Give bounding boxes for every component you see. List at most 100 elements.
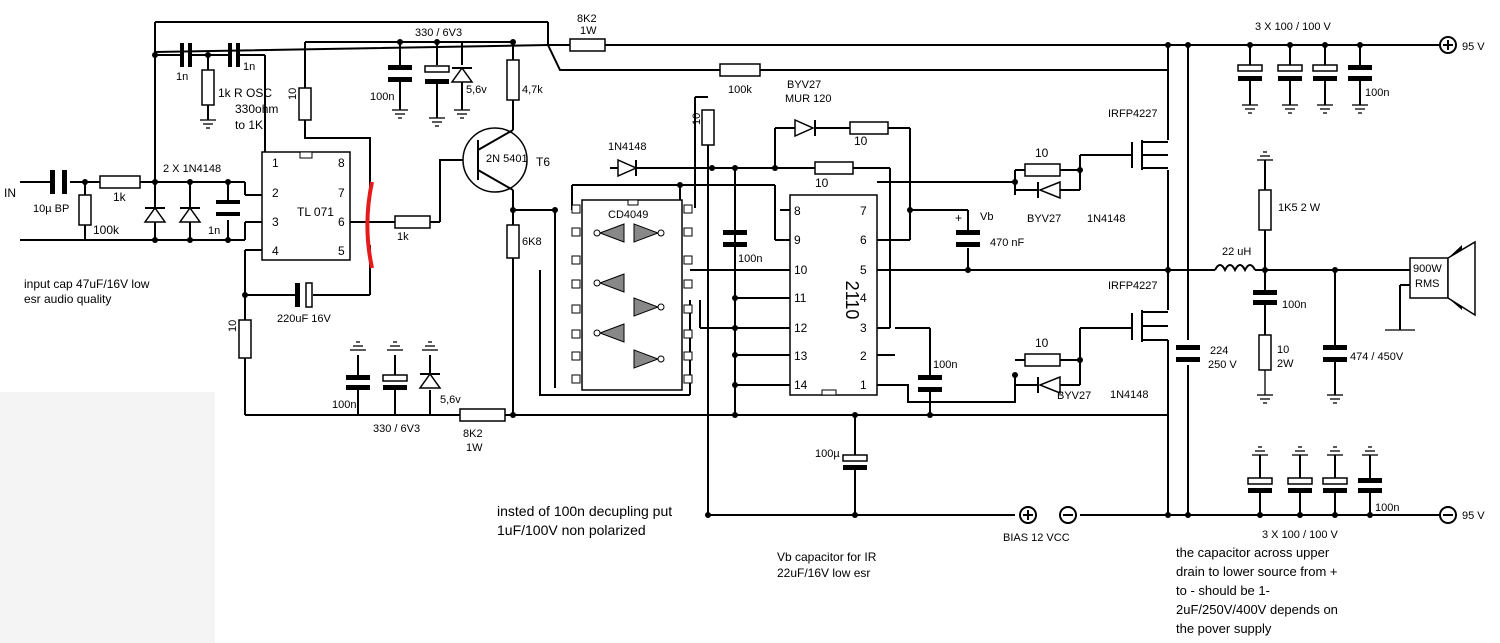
pin-label: 8 — [338, 156, 345, 170]
label-c-100n-rail-top: 100n — [1365, 87, 1389, 99]
pin-label: 12 — [794, 321, 808, 335]
label-c-224-a: 224 — [1210, 345, 1228, 357]
label-c-470n: 470 nF — [990, 237, 1025, 249]
label-r-100k-top: 100k — [728, 84, 752, 96]
pin-label: 2 — [272, 186, 279, 200]
pin-label: 3 — [860, 321, 867, 335]
label-c-1n-a: 1n — [176, 71, 188, 83]
label-r-8k2-low-w: 1W — [466, 442, 483, 454]
pin-label: 4 — [860, 291, 867, 305]
pin-label: 6 — [338, 215, 345, 229]
label-c-100n-rail-bot: 100n — [1375, 502, 1399, 514]
note-decoupling-2: 1uF/100V non polarized — [497, 522, 646, 538]
pin-label: 5 — [338, 244, 345, 258]
label-byv27-gate-bot: BYV27 — [1057, 390, 1091, 402]
label-r-osc-note-1: 330ohm — [235, 102, 278, 116]
label-r-6k8: 6K8 — [522, 236, 542, 248]
label-c-1n-b: 1n — [243, 61, 255, 73]
label-q-2n5401: 2N 5401 — [486, 153, 528, 165]
label-in: IN — [4, 186, 16, 200]
label-plus-95: 95 V — [1462, 41, 1485, 53]
label-c-100n-2110: 100n — [933, 359, 957, 371]
ground-symbols — [200, 104, 1415, 456]
label-zener-top: 5,6v — [466, 84, 487, 96]
note-upper-cap-3: to - should be 1- — [1176, 583, 1270, 598]
label-r-100k-in: 100k — [93, 223, 120, 237]
labels: IN 10µ BP 1k 100k 2 X 1N4148 1n 1n 1n 1k… — [4, 13, 1485, 544]
pin-label: 1 — [272, 156, 279, 170]
label-l-22uh: 22 uH — [1222, 246, 1251, 258]
label-r-47k: 4,7k — [522, 84, 543, 96]
label-r-10-hi-a: 10 — [854, 134, 868, 148]
pin-label: 11 — [794, 291, 807, 305]
label-1n4148-bot: 1N4148 — [1110, 389, 1149, 401]
label-r-10-2w-b: 2W — [1277, 358, 1294, 370]
note-vb-cap-2: 22uF/16V low esr — [777, 566, 870, 580]
pin-label: 7 — [338, 186, 345, 200]
bias-plus-icon — [1019, 506, 1037, 524]
label-c-220u: 220uF 16V — [277, 313, 331, 325]
pin-label: 2 — [860, 349, 867, 363]
pin-label: 5 — [860, 263, 867, 277]
label-r-8k2-low: 8K2 — [463, 428, 483, 440]
label-vb: Vb — [980, 211, 993, 223]
note-vb-cap-1: Vb capacitor for IR — [777, 550, 877, 564]
resistors — [78, 38, 1272, 422]
label-c-100n-out: 100n — [1282, 299, 1306, 311]
label-tl071: TL 071 — [297, 205, 334, 219]
label-caps-top: 3 X 100 / 100 V — [1255, 21, 1331, 33]
note-upper-cap-4: 2uF/250V/400V depends on — [1176, 602, 1338, 617]
note-decoupling-1: insted of 100n decupling put — [497, 503, 672, 519]
label-cap-100n-top: 100n — [370, 91, 394, 103]
label-c-100n-mid: 100n — [738, 253, 762, 265]
label-r-in: 1k — [113, 190, 127, 204]
transistors — [462, 127, 1168, 342]
minus-terminal-icon — [1439, 506, 1457, 524]
label-c-100n-low: 100n — [332, 399, 356, 411]
label-c-474: 474 / 450V — [1350, 351, 1404, 363]
pin-label: 14 — [794, 378, 808, 392]
pin-label: 6 — [860, 233, 867, 247]
label-r-10-gate-bot: 10 — [1035, 336, 1049, 350]
pin-label: 4 — [272, 244, 279, 258]
label-cap-330-top: 330 / 6V3 — [415, 27, 462, 39]
pin-label: 9 — [794, 233, 801, 247]
tl071-chip — [261, 151, 351, 261]
label-r-10-hi-b: 10 — [815, 176, 829, 190]
label-c-224-b: 250 V — [1208, 359, 1237, 371]
label-ic-2110: 2110 — [842, 281, 862, 320]
junctions — [82, 39, 1373, 518]
label-diodes-in: 2 X 1N4148 — [163, 163, 221, 175]
label-r-1k5: 1K5 2 W — [1278, 202, 1321, 214]
label-c-in: 10µ BP — [33, 203, 69, 215]
speaker-icon — [1409, 240, 1476, 317]
label-1n4148-top: 1N4148 — [1087, 213, 1126, 225]
label-r-8k2-top-w: 1W — [580, 25, 597, 37]
label-r-10-top: 10 — [287, 88, 299, 100]
label-r-8k2-top: 8K2 — [577, 13, 597, 25]
label-zener-low: 5,6v — [440, 394, 461, 406]
label-r-osc: 1k R OSC — [218, 86, 272, 100]
label-r-10-2w-a: 10 — [1277, 344, 1289, 356]
label-r-1k-q: 1k — [397, 231, 409, 243]
annotation-notes: input cap 47uF/16V low esr audio quality… — [24, 277, 1338, 636]
label-caps-bot: 3 X 100 / 100 V — [1262, 529, 1338, 541]
label-irfp-top: IRFP4227 — [1108, 108, 1158, 120]
label-bias: BIAS 12 VCC — [1003, 532, 1070, 544]
label-r-10-left: 10 — [691, 113, 703, 125]
label-spk-2: RMS — [1415, 278, 1439, 290]
bias-minus-icon — [1059, 506, 1077, 524]
ir2110-chip — [789, 194, 878, 396]
label-cap-330-low: 330 / 6V3 — [373, 423, 420, 435]
label-irfp-bot: IRFP4227 — [1108, 280, 1158, 292]
note-upper-cap-1: the capacitor across upper — [1176, 545, 1330, 560]
inductor — [1214, 264, 1256, 273]
label-d-1n4148-mid: 1N4148 — [608, 141, 647, 153]
label-minus-95: 95 V — [1462, 510, 1485, 522]
pin-label: 3 — [272, 215, 279, 229]
note-input-cap-2: esr audio quality — [24, 292, 111, 306]
diodes — [143, 66, 1080, 395]
pin-label: 13 — [794, 349, 808, 363]
pin-label: 8 — [794, 204, 801, 218]
